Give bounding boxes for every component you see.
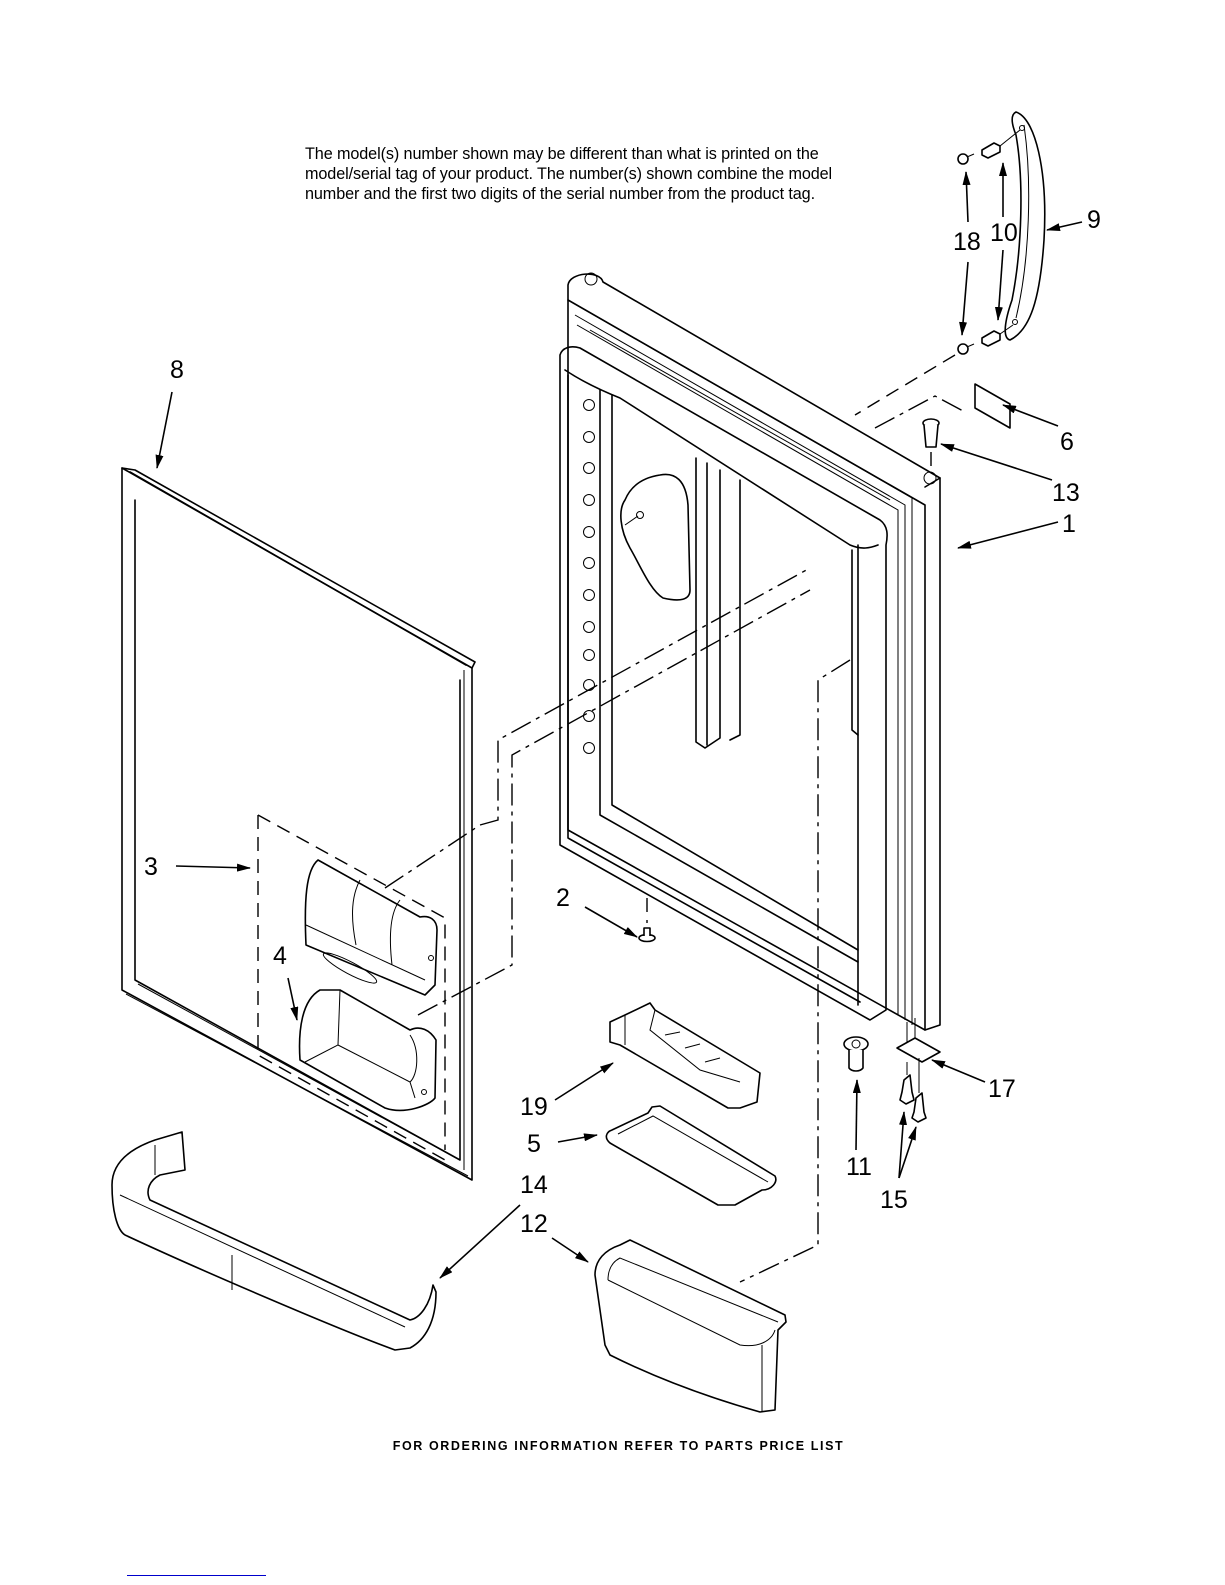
callout-6: 6 [1060,428,1074,456]
leader-line [854,354,956,416]
handle-screw[interactable] [981,129,1021,159]
leader-line [384,567,811,889]
door-bracket[interactable] [896,1018,941,1063]
callout-13: 13 [1052,479,1080,507]
label-tag[interactable] [974,383,1011,429]
note-line: number and the first two digits of the s… [305,185,815,203]
callout-11: 11 [846,1153,872,1181]
callout-8: 8 [170,356,184,384]
hinge-bushing[interactable] [843,1036,869,1072]
leader-line [874,395,966,429]
door-handle[interactable] [1004,111,1046,341]
leader-line [417,589,811,1016]
empty-link[interactable] [127,1574,266,1576]
callout-arrows [155,162,1083,1279]
callout-18: 18 [953,228,981,256]
callout-3: 3 [144,853,158,881]
footer-text: FOR ORDERING INFORMATION REFER TO PARTS … [392,1439,845,1453]
leader-line [739,659,851,1283]
shelf-tray[interactable] [605,1105,777,1206]
callout-15: 15 [880,1186,908,1214]
dispenser-cover[interactable] [304,859,438,996]
callout-19: 19 [520,1093,548,1121]
handle-mount-stud[interactable] [957,153,975,165]
handle-mount-stud[interactable] [957,343,975,355]
callout-4: 4 [273,942,287,970]
callout-12: 12 [520,1210,548,1238]
callout-10: 10 [990,219,1018,247]
egg-tray[interactable] [609,1002,761,1109]
door-stop-pin[interactable] [638,898,656,943]
callout-1: 1 [1062,510,1076,538]
door-bin-deep[interactable] [594,1239,787,1413]
callout-2: 2 [556,884,570,912]
dispenser-module-outline [257,814,446,1161]
bracket-screws[interactable] [899,1058,927,1123]
ordering-info-footer: FOR ORDERING INFORMATION REFER TO PARTS … [0,1439,1225,1453]
door-bin-small[interactable] [298,989,437,1112]
callout-17: 17 [988,1075,1016,1103]
callout-14: 14 [520,1171,548,1199]
callout-labels: 8 3 4 2 19 5 14 12 9 18 10 6 13 1 17 11 … [144,206,1101,1238]
callout-5: 5 [527,1130,541,1158]
door-gasket[interactable] [121,467,476,1181]
door-shelf-bar[interactable] [111,1131,437,1351]
model-number-note: The model(s) number shown may be differe… [305,144,945,204]
door-assembly[interactable] [559,272,941,1031]
shelf-pegs [583,399,595,754]
note-line: model/serial tag of your product. The nu… [305,165,833,183]
top-hinge-bushing[interactable] [922,418,940,472]
callout-9: 9 [1087,206,1101,234]
note-line: The model(s) number shown may be differe… [305,145,819,163]
handle-screw[interactable] [981,324,1014,347]
